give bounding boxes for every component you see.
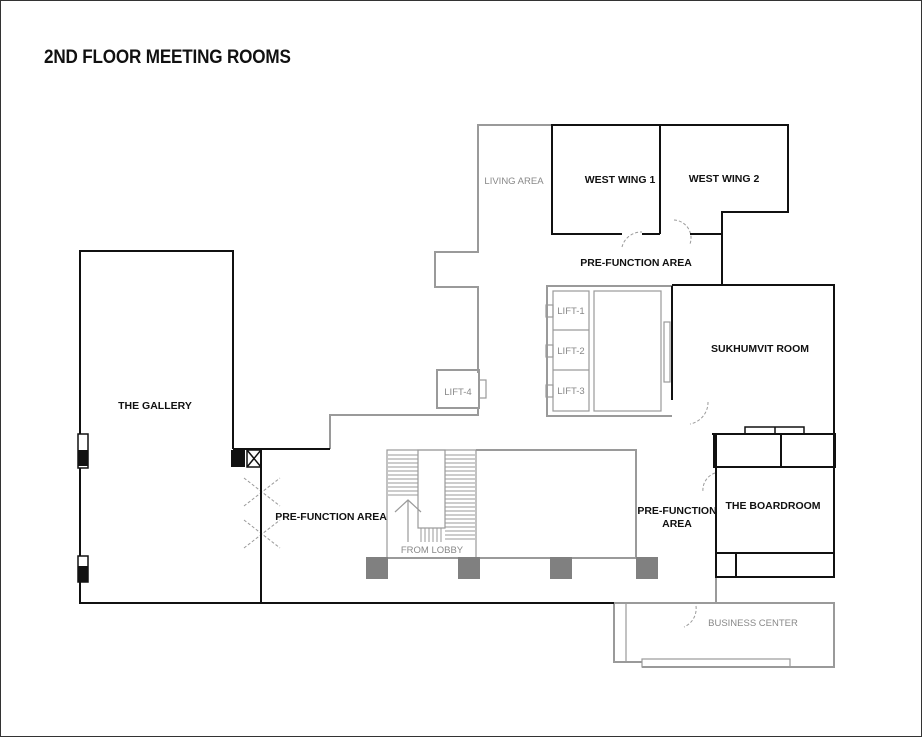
lift-2-label: LIFT-2: [557, 346, 584, 357]
stairs-from-lobby: [386, 449, 477, 559]
prefunction-top-label: PRE-FUNCTION AREA: [580, 257, 692, 269]
lift-4-shaft: [436, 369, 487, 409]
west-wing-rooms: [551, 124, 789, 285]
lift-3-label: LIFT-3: [557, 386, 584, 397]
boardroom-room: [715, 492, 834, 577]
living-area-walls: [329, 124, 552, 449]
business-center-label: BUSINESS CENTER: [708, 618, 798, 629]
lift-1-label: LIFT-1: [557, 306, 584, 317]
west-wing-2-label: WEST WING 2: [689, 173, 760, 185]
from-lobby-label: FROM LOBBY: [401, 545, 464, 556]
living-area-label: LIVING AREA: [484, 176, 544, 187]
west-wing-1-label: WEST WING 1: [585, 174, 656, 186]
door-swings: [621, 219, 716, 628]
structural-columns: [366, 557, 658, 579]
page-title: 2ND FLOOR MEETING ROOMS: [44, 47, 291, 68]
gallery-label: THE GALLERY: [118, 400, 192, 412]
prefunction-right-label-line2: AREA: [662, 518, 692, 530]
sukhumvit-room-label: SUKHUMVIT ROOM: [711, 343, 809, 355]
boardroom-label: THE BOARDROOM: [725, 500, 820, 512]
lift-4-label: LIFT-4: [444, 387, 471, 398]
corridor-walls: [387, 449, 658, 559]
prefunction-right-label-line1: PRE-FUNCTION: [637, 505, 716, 517]
sukhumvit-room: [671, 284, 836, 578]
prefunction-left-label: PRE-FUNCTION AREA: [275, 511, 387, 523]
gallery-room: [77, 250, 614, 604]
